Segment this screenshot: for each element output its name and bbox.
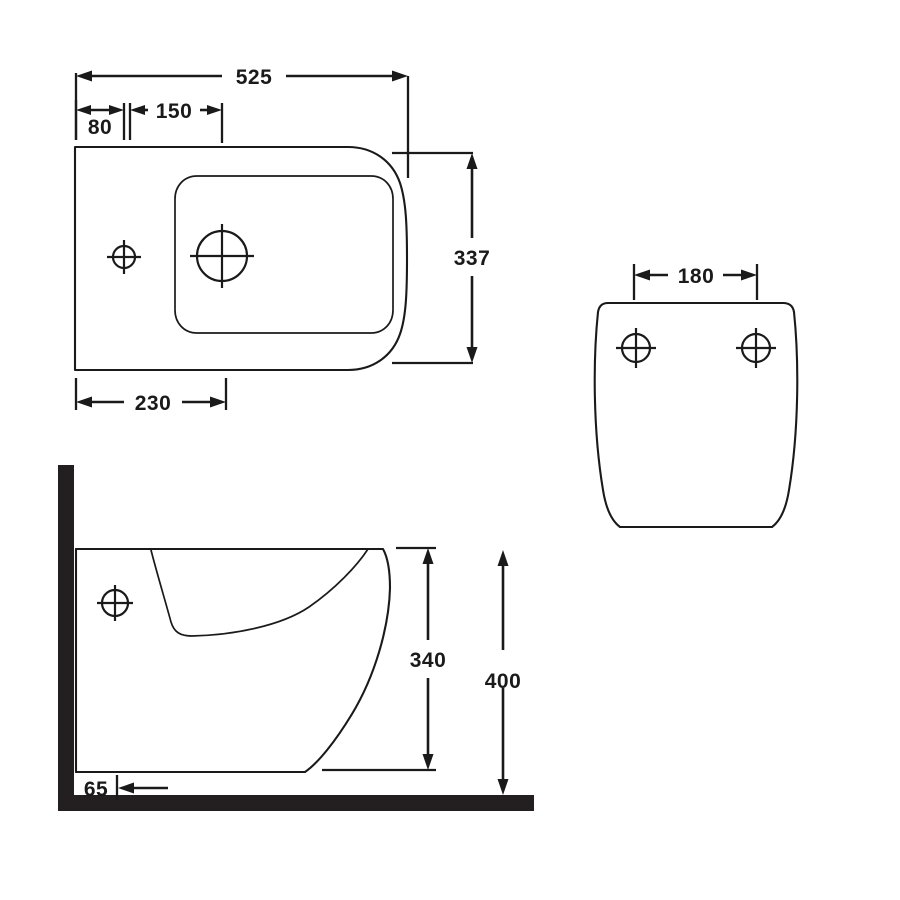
arrow-up-337 [466, 153, 478, 169]
marker-fixing-left [616, 328, 656, 368]
arrow-left-80 [76, 105, 91, 115]
dim-150: 150 [128, 100, 224, 143]
dim-label-337: 337 [454, 247, 491, 270]
arrow-up-400 [497, 550, 509, 566]
arrow-right-150 [207, 105, 222, 115]
arrow-down-340 [422, 754, 434, 770]
dim-label-150: 150 [156, 100, 193, 123]
arrow-right-525 [392, 70, 408, 82]
side-view-group: 340 400 65 [58, 465, 534, 811]
arrow-left-150 [130, 105, 145, 115]
dim-340: 340 [322, 546, 447, 772]
top-view-body-outline [73, 145, 409, 372]
dim-label-340: 340 [410, 649, 447, 672]
side-view-body-outline [74, 547, 392, 774]
floor-block [58, 795, 534, 811]
arrow-left-230 [76, 396, 92, 408]
dim-180: 180 [632, 264, 759, 300]
arrow-down-400 [497, 779, 509, 795]
marker-large-bowl [190, 224, 254, 288]
arrow-right-180 [741, 269, 757, 281]
dim-label-400: 400 [485, 670, 522, 693]
front-view-group: 180 [593, 264, 799, 529]
arrow-left-525 [76, 70, 92, 82]
dim-label-80: 80 [88, 116, 112, 139]
arrow-up-340 [422, 548, 434, 564]
dim-label-230: 230 [135, 392, 172, 415]
arrow-down-337 [466, 347, 478, 363]
dim-525: 525 [74, 66, 410, 178]
marker-wall-fixing [97, 585, 133, 621]
arrow-right-230 [210, 396, 226, 408]
dim-230: 230 [74, 378, 228, 415]
arrow-left-65 [118, 782, 134, 794]
arrow-left-180 [634, 269, 650, 281]
dim-label-180: 180 [678, 265, 715, 288]
front-view-body-outline [593, 301, 799, 529]
marker-fixing-right [736, 328, 776, 368]
top-view-group: 525 80 150 [73, 66, 491, 415]
top-view-bowl-outline [174, 175, 394, 334]
wall-block [58, 465, 74, 810]
dim-337: 337 [392, 151, 491, 365]
dim-80: 80 [74, 100, 126, 140]
marker-small-left [107, 240, 141, 274]
arrow-right-80 [109, 105, 124, 115]
dim-label-525: 525 [236, 66, 273, 89]
dim-400: 400 [485, 550, 522, 795]
dim-label-65: 65 [84, 778, 108, 801]
side-view-bowl-profile [150, 548, 369, 637]
dim-65: 65 [84, 775, 168, 801]
